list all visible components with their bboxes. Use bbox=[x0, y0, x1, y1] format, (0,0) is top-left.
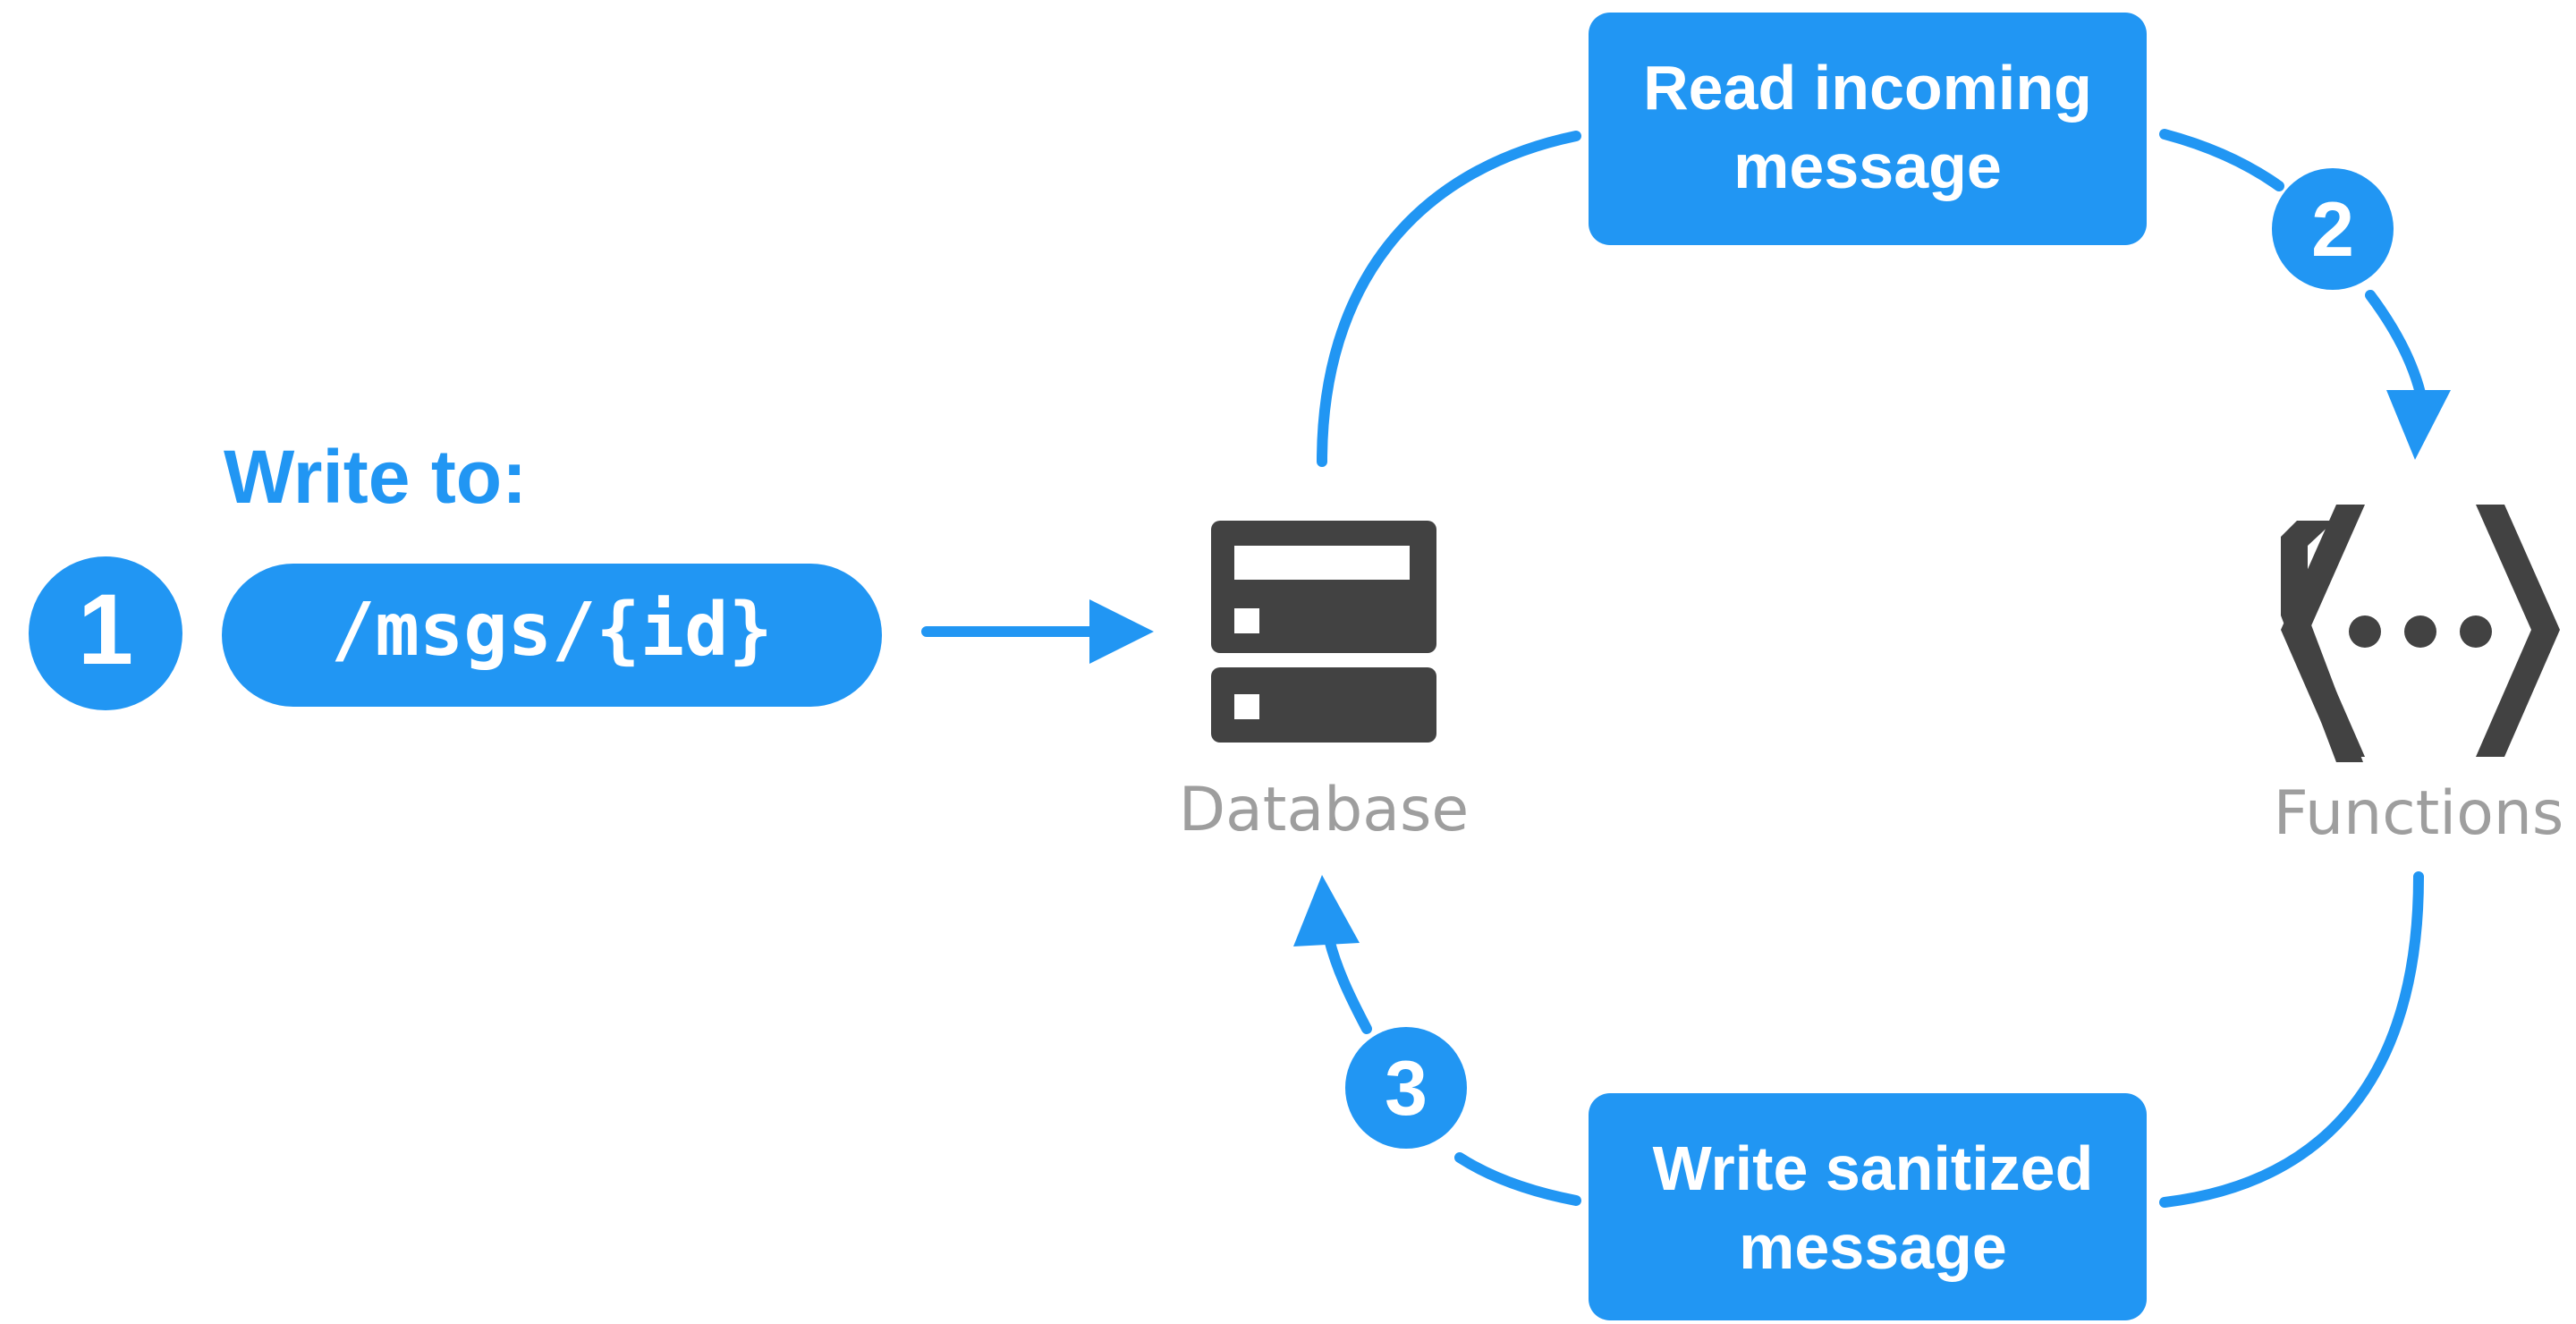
database-server-icon bbox=[1211, 521, 1436, 743]
read-box bbox=[1589, 13, 2147, 245]
write-box-line2: message bbox=[1739, 1212, 2007, 1282]
step-3-number: 3 bbox=[1385, 1046, 1428, 1132]
step-3-badge bbox=[1345, 1027, 1467, 1149]
functions-label: Functions bbox=[2274, 778, 2564, 849]
step-2-badge bbox=[2272, 168, 2394, 290]
write-box-line1: Write sanitized bbox=[1653, 1133, 2094, 1203]
write-box bbox=[1589, 1093, 2147, 1320]
bottom-arc-up bbox=[1324, 934, 1372, 1034]
write-to-heading: Write to: bbox=[224, 435, 527, 519]
step-3-group: Write sanitized message 3 bbox=[1293, 871, 2424, 1320]
step-1-group: 1 Write to: /msgs/{id} bbox=[29, 435, 1154, 710]
database-label: Database bbox=[1179, 775, 1469, 845]
step-1-number: 1 bbox=[78, 573, 133, 685]
functions-node: Functions bbox=[2274, 505, 2564, 849]
step-2-group: Read incoming message 2 bbox=[1317, 13, 2451, 467]
top-arc-right bbox=[2159, 129, 2284, 191]
path-pill-label: /msgs/{id} bbox=[331, 588, 773, 673]
step-2-number: 2 bbox=[2311, 187, 2354, 273]
bottom-arc-right bbox=[2159, 871, 2424, 1208]
path-pill bbox=[222, 564, 882, 707]
read-box-line2: message bbox=[1733, 132, 2002, 201]
read-arrow-head bbox=[2386, 390, 2451, 460]
top-arc-down bbox=[2365, 290, 2428, 406]
top-arc-left bbox=[1317, 131, 1581, 467]
bottom-arc-left bbox=[1454, 1152, 1581, 1206]
read-box-line1: Read incoming bbox=[1643, 53, 2092, 123]
write-back-arrow-head bbox=[1293, 875, 1360, 946]
step-1-badge bbox=[29, 556, 182, 710]
write-arrow-head bbox=[1089, 599, 1154, 664]
cloud-functions-icon bbox=[2281, 505, 2560, 762]
database-node: Database bbox=[1179, 521, 1469, 845]
